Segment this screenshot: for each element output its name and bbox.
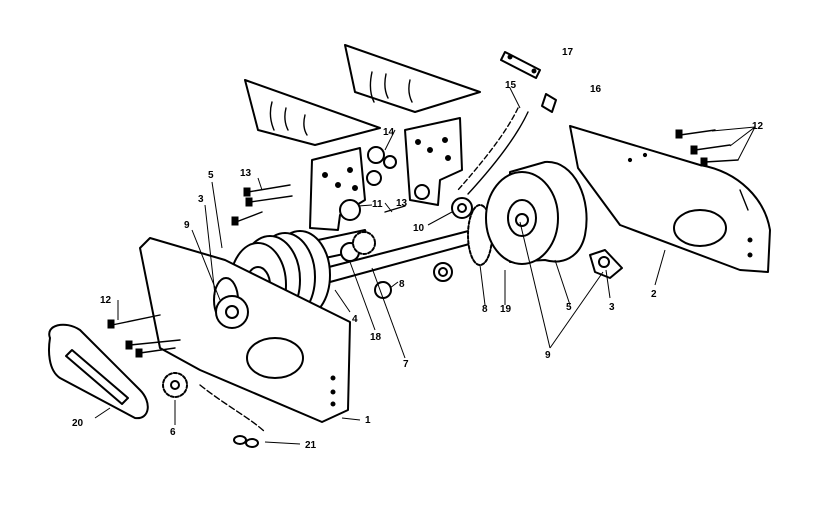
callout-11: 11 [372, 199, 383, 210]
callout-9-left: 9 [184, 220, 190, 231]
sprocket-6 [162, 372, 188, 398]
callout-19: 19 [500, 304, 512, 315]
washer-9-mid [374, 281, 392, 299]
callout-20: 20 [72, 418, 84, 429]
callout-1: 1 [365, 415, 371, 426]
callout-8-bottom: 8 [482, 304, 488, 315]
callout-5-right: 5 [566, 302, 572, 313]
callout-13-right: 13 [396, 198, 408, 209]
bracket-11 [309, 147, 366, 231]
callout-9-right: 9 [545, 350, 551, 361]
callout-labels: 1 2 3 3 4 5 5 6 7 8 8 9 9 10 11 12 12 13… [72, 47, 764, 451]
callout-12-left: 12 [100, 295, 112, 306]
upper-shield-right [344, 44, 481, 113]
hub-10 [451, 197, 473, 219]
callout-18: 18 [370, 332, 382, 343]
callout-13-left: 13 [240, 168, 252, 179]
drive-chain-15 [457, 107, 529, 195]
callout-3-right: 3 [609, 302, 615, 313]
callout-21: 21 [305, 440, 317, 451]
cover-20 [48, 323, 149, 420]
hub-left-3 [213, 277, 249, 329]
bolts-13 [231, 184, 406, 226]
callout-2: 2 [651, 289, 657, 300]
leader-lines [94, 87, 756, 445]
callout-16: 16 [590, 84, 602, 95]
upper-shield-left [244, 79, 381, 146]
bracket-14 [366, 117, 463, 206]
callout-8-top: 8 [399, 279, 405, 290]
callout-12-right: 12 [752, 121, 764, 132]
callout-7: 7 [403, 359, 409, 370]
side-plate-left-1 [139, 237, 351, 423]
callout-4: 4 [352, 314, 358, 325]
callout-6: 6 [170, 427, 176, 438]
callout-17: 17 [562, 47, 574, 58]
callout-14: 14 [383, 127, 395, 138]
chain-link-17 [500, 51, 541, 79]
bearing-18 [340, 231, 376, 262]
nut-8 [433, 262, 453, 282]
connector-link-16 [541, 93, 557, 113]
callout-10: 10 [413, 223, 425, 234]
callout-5-left: 5 [208, 170, 214, 181]
bolts-12-left [107, 314, 181, 358]
callout-15: 15 [505, 80, 517, 91]
bolts-12-right [675, 129, 739, 167]
drive-chain-21 [199, 384, 266, 448]
hub-right-3 [589, 249, 623, 279]
callout-3-left: 3 [198, 194, 204, 205]
wheel-right-5 [485, 160, 588, 265]
side-plate-right-2 [569, 125, 771, 273]
